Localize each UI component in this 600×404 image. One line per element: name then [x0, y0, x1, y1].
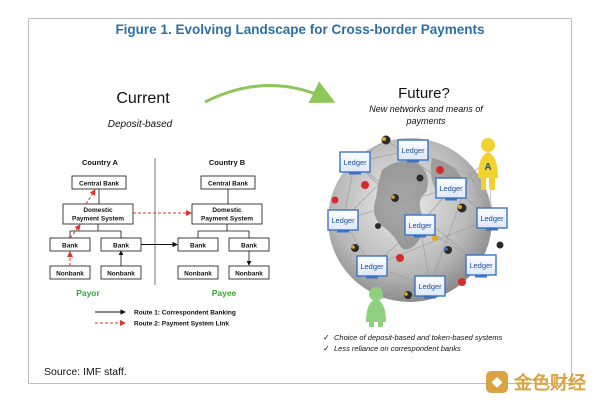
figure-title: Figure 1. Evolving Landscape for Cross-b…: [115, 22, 485, 37]
svg-text:Bank: Bank: [62, 243, 78, 250]
svg-text:Ledger: Ledger: [480, 214, 504, 223]
bank-b1: Bank: [177, 237, 219, 252]
ledger-6: Ledger: [476, 207, 508, 232]
future-bullets: ✓ Choice of deposit-based and token-base…: [323, 333, 503, 353]
watermark-logo-icon: ◆: [486, 371, 508, 393]
watermark-text: 金色财经: [514, 373, 586, 394]
bank-b2: Bank: [228, 237, 270, 252]
ledger-2: Ledger: [397, 139, 429, 164]
nonbank-a2: Nonbank: [100, 265, 142, 280]
ledger-8: Ledger: [465, 254, 497, 279]
connectors-b: [197, 189, 252, 266]
ledger-1: Ledger: [339, 151, 371, 176]
bullet-check-icon: ✓: [323, 344, 330, 353]
country-b-label: Country B: [209, 158, 246, 167]
svg-text:Bank: Bank: [190, 243, 206, 250]
bank-a2: Bank: [100, 237, 142, 252]
ledger-5: Ledger: [404, 214, 436, 239]
svg-text:Nonbank: Nonbank: [235, 271, 263, 278]
svg-text:Nonbank: Nonbank: [184, 271, 212, 278]
svg-text:Ledger: Ledger: [331, 216, 355, 225]
connectors-a: [69, 189, 124, 266]
svg-text:Nonbank: Nonbank: [56, 271, 84, 278]
domestic-payment-system-b: Domestic Payment System: [191, 203, 263, 225]
route-legend: Route 1: Correspondent Banking Route 2: …: [95, 309, 236, 328]
nonbank-b1: Nonbank: [177, 265, 219, 280]
svg-text:Ledger: Ledger: [408, 221, 432, 230]
central-bank-b: Central Bank: [200, 175, 256, 190]
payor-label: Payor: [76, 288, 100, 298]
svg-text:Ledger: Ledger: [360, 262, 384, 271]
network-nodes: [331, 135, 504, 299]
bullet-2: Less reliance on correspondent banks: [334, 344, 461, 353]
future-heading: Future?: [398, 85, 450, 102]
domestic-a-line2: Payment System: [72, 216, 124, 223]
user-a-label: A: [484, 162, 491, 173]
legend-route2: Route 2: Payment System Link: [134, 321, 229, 328]
domestic-payment-system-a: Domestic Payment System: [62, 203, 134, 225]
svg-text:Ledger: Ledger: [418, 282, 442, 291]
bullet-1: Choice of deposit-based and token-based …: [334, 333, 503, 342]
bullet-check-icon: ✓: [323, 333, 330, 342]
nonbank-b2: Nonbank: [228, 265, 270, 280]
ledger-4: Ledger: [327, 209, 359, 234]
future-subheading-2: payments: [405, 116, 446, 126]
svg-text:Nonbank: Nonbank: [107, 271, 135, 278]
nonbank-a1: Nonbank: [49, 265, 91, 280]
svg-text:Ledger: Ledger: [401, 146, 425, 155]
user-figure-green-icon: [366, 287, 386, 327]
svg-text:Domestic: Domestic: [212, 207, 242, 214]
watermark: ◆ 金色财经: [486, 370, 586, 394]
payee-label: Payee: [212, 288, 237, 298]
svg-text:Payment System: Payment System: [201, 216, 253, 223]
route2-path-a: [67, 189, 96, 266]
central-bank-a: Central Bank: [71, 175, 127, 190]
bank-a1: Bank: [49, 237, 91, 252]
country-a-label: Country A: [82, 158, 119, 167]
ledger-3: Ledger: [435, 177, 467, 202]
ledger-9: Ledger: [414, 275, 446, 300]
svg-text:Central Bank: Central Bank: [208, 181, 248, 188]
domestic-a-line1: Domestic: [83, 207, 113, 214]
current-heading: Current: [116, 90, 170, 107]
svg-text:Ledger: Ledger: [343, 158, 367, 167]
svg-text:Ledger: Ledger: [469, 261, 493, 270]
current-subheading: Deposit-based: [108, 119, 173, 130]
transition-arrow: [204, 81, 336, 104]
central-bank-a-label: Central Bank: [79, 181, 119, 188]
legend-route1: Route 1: Correspondent Banking: [134, 310, 236, 317]
svg-text:Bank: Bank: [241, 243, 257, 250]
svg-text:Bank: Bank: [113, 243, 129, 250]
ledger-7: Ledger: [356, 255, 388, 280]
user-figure-a-icon: A: [478, 138, 498, 190]
source-note: Source: IMF staff.: [44, 366, 127, 378]
svg-text:Ledger: Ledger: [439, 184, 463, 193]
future-subheading-1: New networks and means of: [369, 104, 484, 114]
